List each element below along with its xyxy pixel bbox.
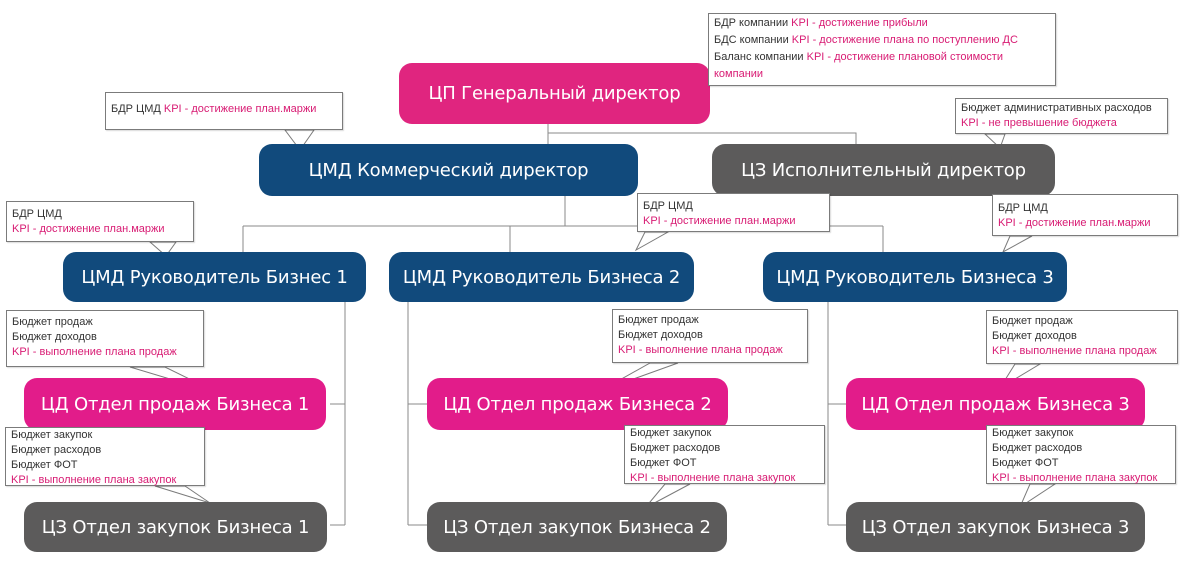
biz3-callout-text: достижение план.маржи	[1025, 217, 1151, 229]
biz3-tree	[827, 302, 846, 526]
sales1-node: ЦД Отдел продаж Бизнеса 1	[24, 378, 326, 430]
purch2-callout: Бюджет закупок Бюджет расходов Бюджет ФО…	[624, 425, 825, 484]
ceo-callout-line3-kpi: KPI -	[806, 51, 835, 63]
purch1-callout-line1: Бюджет закупок	[11, 429, 93, 441]
sales1-callout: Бюджет продаж Бюджет доходов KPI - выпол…	[6, 310, 204, 367]
biz1-callout-line1: БДР ЦМД	[12, 208, 62, 220]
ceo-callout-line4: компании	[714, 68, 764, 80]
ceo-callout-line2-kpi: KPI -	[791, 34, 820, 46]
sales3-callout-line1: Бюджет продаж	[992, 315, 1073, 327]
purch1-callout-kpi: KPI - выполнение плана закупок	[11, 474, 177, 486]
purch2-callout-kpi: KPI - выполнение плана закупок	[630, 472, 796, 484]
biz3-callout-pointer	[1001, 235, 1033, 254]
ceo-callout-line2-text: достижение плана по поступлению ДС	[819, 34, 1018, 46]
sales3-callout: Бюджет продаж Бюджет доходов KPI - выпол…	[986, 310, 1178, 364]
biz2-callout-pointer	[634, 231, 670, 252]
commercial-director-node: ЦМД Коммерческий директор	[259, 144, 638, 196]
sales1-callout-line2: Бюджет доходов	[12, 331, 97, 343]
sales3-callout-kpi: KPI - выполнение плана продаж	[992, 345, 1157, 357]
biz1-callout: БДР ЦМД KPI - достижение план.маржи	[6, 201, 194, 242]
biz3-callout-line1: БДР ЦМД	[998, 202, 1048, 214]
biz1-head-node: ЦМД Руководитель Бизнес 1	[63, 252, 366, 302]
sales2-callout-kpi: KPI - выполнение плана продаж	[618, 344, 783, 356]
ceo-callout-line1-kpi: KPI -	[791, 17, 819, 29]
purch1-node: ЦЗ Отдел закупок Бизнеса 1	[24, 502, 327, 552]
purch3-callout-kpi: KPI - выполнение плана закупок	[992, 472, 1158, 484]
commercial-callout: БДР ЦМД KPI - достижение план.маржи	[105, 92, 343, 130]
sales1-callout-kpi: KPI - выполнение плана продаж	[12, 346, 177, 358]
purch2-callout-line1: Бюджет закупок	[630, 427, 712, 439]
purch1-callout-pointer	[154, 485, 211, 504]
commercial-callout-pointer	[284, 129, 315, 151]
purch1-callout-line2: Бюджет расходов	[11, 444, 102, 456]
executive-callout: Бюджет административных расходов KPI - н…	[955, 98, 1168, 134]
purch3-callout-pointer	[1018, 483, 1057, 509]
sales2-callout-line1: Бюджет продаж	[618, 314, 699, 326]
biz3-callout: БДР ЦМД KPI - достижение план.маржи	[992, 194, 1178, 236]
biz2-callout: БДР ЦМД KPI - достижение план.маржи	[637, 193, 830, 232]
biz1-callout-kpi: KPI -	[12, 223, 40, 235]
sales3-callout-line2: Бюджет доходов	[992, 330, 1077, 342]
executive-callout-line2: KPI - не превышение бюджета	[961, 117, 1117, 129]
sales2-node: ЦД Отдел продаж Бизнеса 2	[427, 378, 728, 430]
biz2-tree	[407, 302, 427, 526]
executive-director-node: ЦЗ Исполнительный директор	[712, 144, 1055, 196]
biz3-head-node: ЦМД Руководитель Бизнеса 3	[763, 252, 1067, 302]
ceo-callout-line1-text: достижение прибыли	[818, 17, 928, 29]
ceo-node: ЦП Генеральный директор	[399, 63, 710, 124]
purch1-callout: Бюджет закупок Бюджет расходов Бюджет ФО…	[5, 427, 205, 486]
ceo-connector	[547, 124, 857, 146]
purch2-callout-line2: Бюджет расходов	[630, 442, 721, 454]
sales3-node: ЦД Отдел продаж Бизнеса 3	[846, 378, 1145, 430]
executive-callout-line1: Бюджет административных расходов	[961, 102, 1152, 114]
biz3-callout-kpi: KPI -	[998, 217, 1026, 229]
purch3-callout: Бюджет закупок Бюджет расходов Бюджет ФО…	[986, 425, 1176, 484]
purch3-node: ЦЗ Отдел закупок Бизнеса 3	[846, 502, 1145, 552]
biz2-head-node: ЦМД Руководитель Бизнеса 2	[389, 252, 694, 302]
sales1-callout-line1: Бюджет продаж	[12, 316, 93, 328]
ceo-callout-line2-label: БДС компании	[714, 34, 792, 46]
ceo-callout-line3-text: достижение плановой стоимости	[834, 51, 1003, 63]
purch1-callout-line3: Бюджет ФОТ	[11, 459, 78, 471]
biz2-callout-text: достижение план.маржи	[670, 215, 796, 227]
ceo-callout-line3-label: Баланс компании	[714, 51, 807, 63]
purch3-callout-line2: Бюджет расходов	[992, 442, 1083, 454]
ceo-callout-line1-label: БДР компании	[714, 17, 792, 29]
commercial-callout-label: БДР ЦМД	[111, 103, 164, 115]
commercial-callout-text: достижение план.маржи	[191, 103, 317, 115]
commercial-callout-kpi: KPI -	[163, 103, 192, 115]
sales2-callout: Бюджет продаж Бюджет доходов KPI - выпол…	[612, 309, 808, 363]
purch3-callout-line1: Бюджет закупок	[992, 427, 1074, 439]
biz1-callout-pointer	[148, 241, 177, 257]
commercial-connector	[242, 196, 884, 252]
biz2-callout-line1: БДР ЦМД	[643, 200, 693, 212]
purch2-callout-line3: Бюджет ФОТ	[630, 457, 697, 469]
biz1-callout-text: достижение план.маржи	[39, 223, 165, 235]
purch2-node: ЦЗ Отдел закупок Бизнеса 2	[427, 502, 727, 552]
ceo-callout: БДР компании KPI - достижение прибыли БД…	[708, 13, 1056, 86]
biz2-callout-kpi: KPI -	[643, 215, 671, 227]
purch3-callout-line3: Бюджет ФОТ	[992, 457, 1059, 469]
biz1-tree	[330, 302, 346, 526]
sales2-callout-line2: Бюджет доходов	[618, 329, 703, 341]
